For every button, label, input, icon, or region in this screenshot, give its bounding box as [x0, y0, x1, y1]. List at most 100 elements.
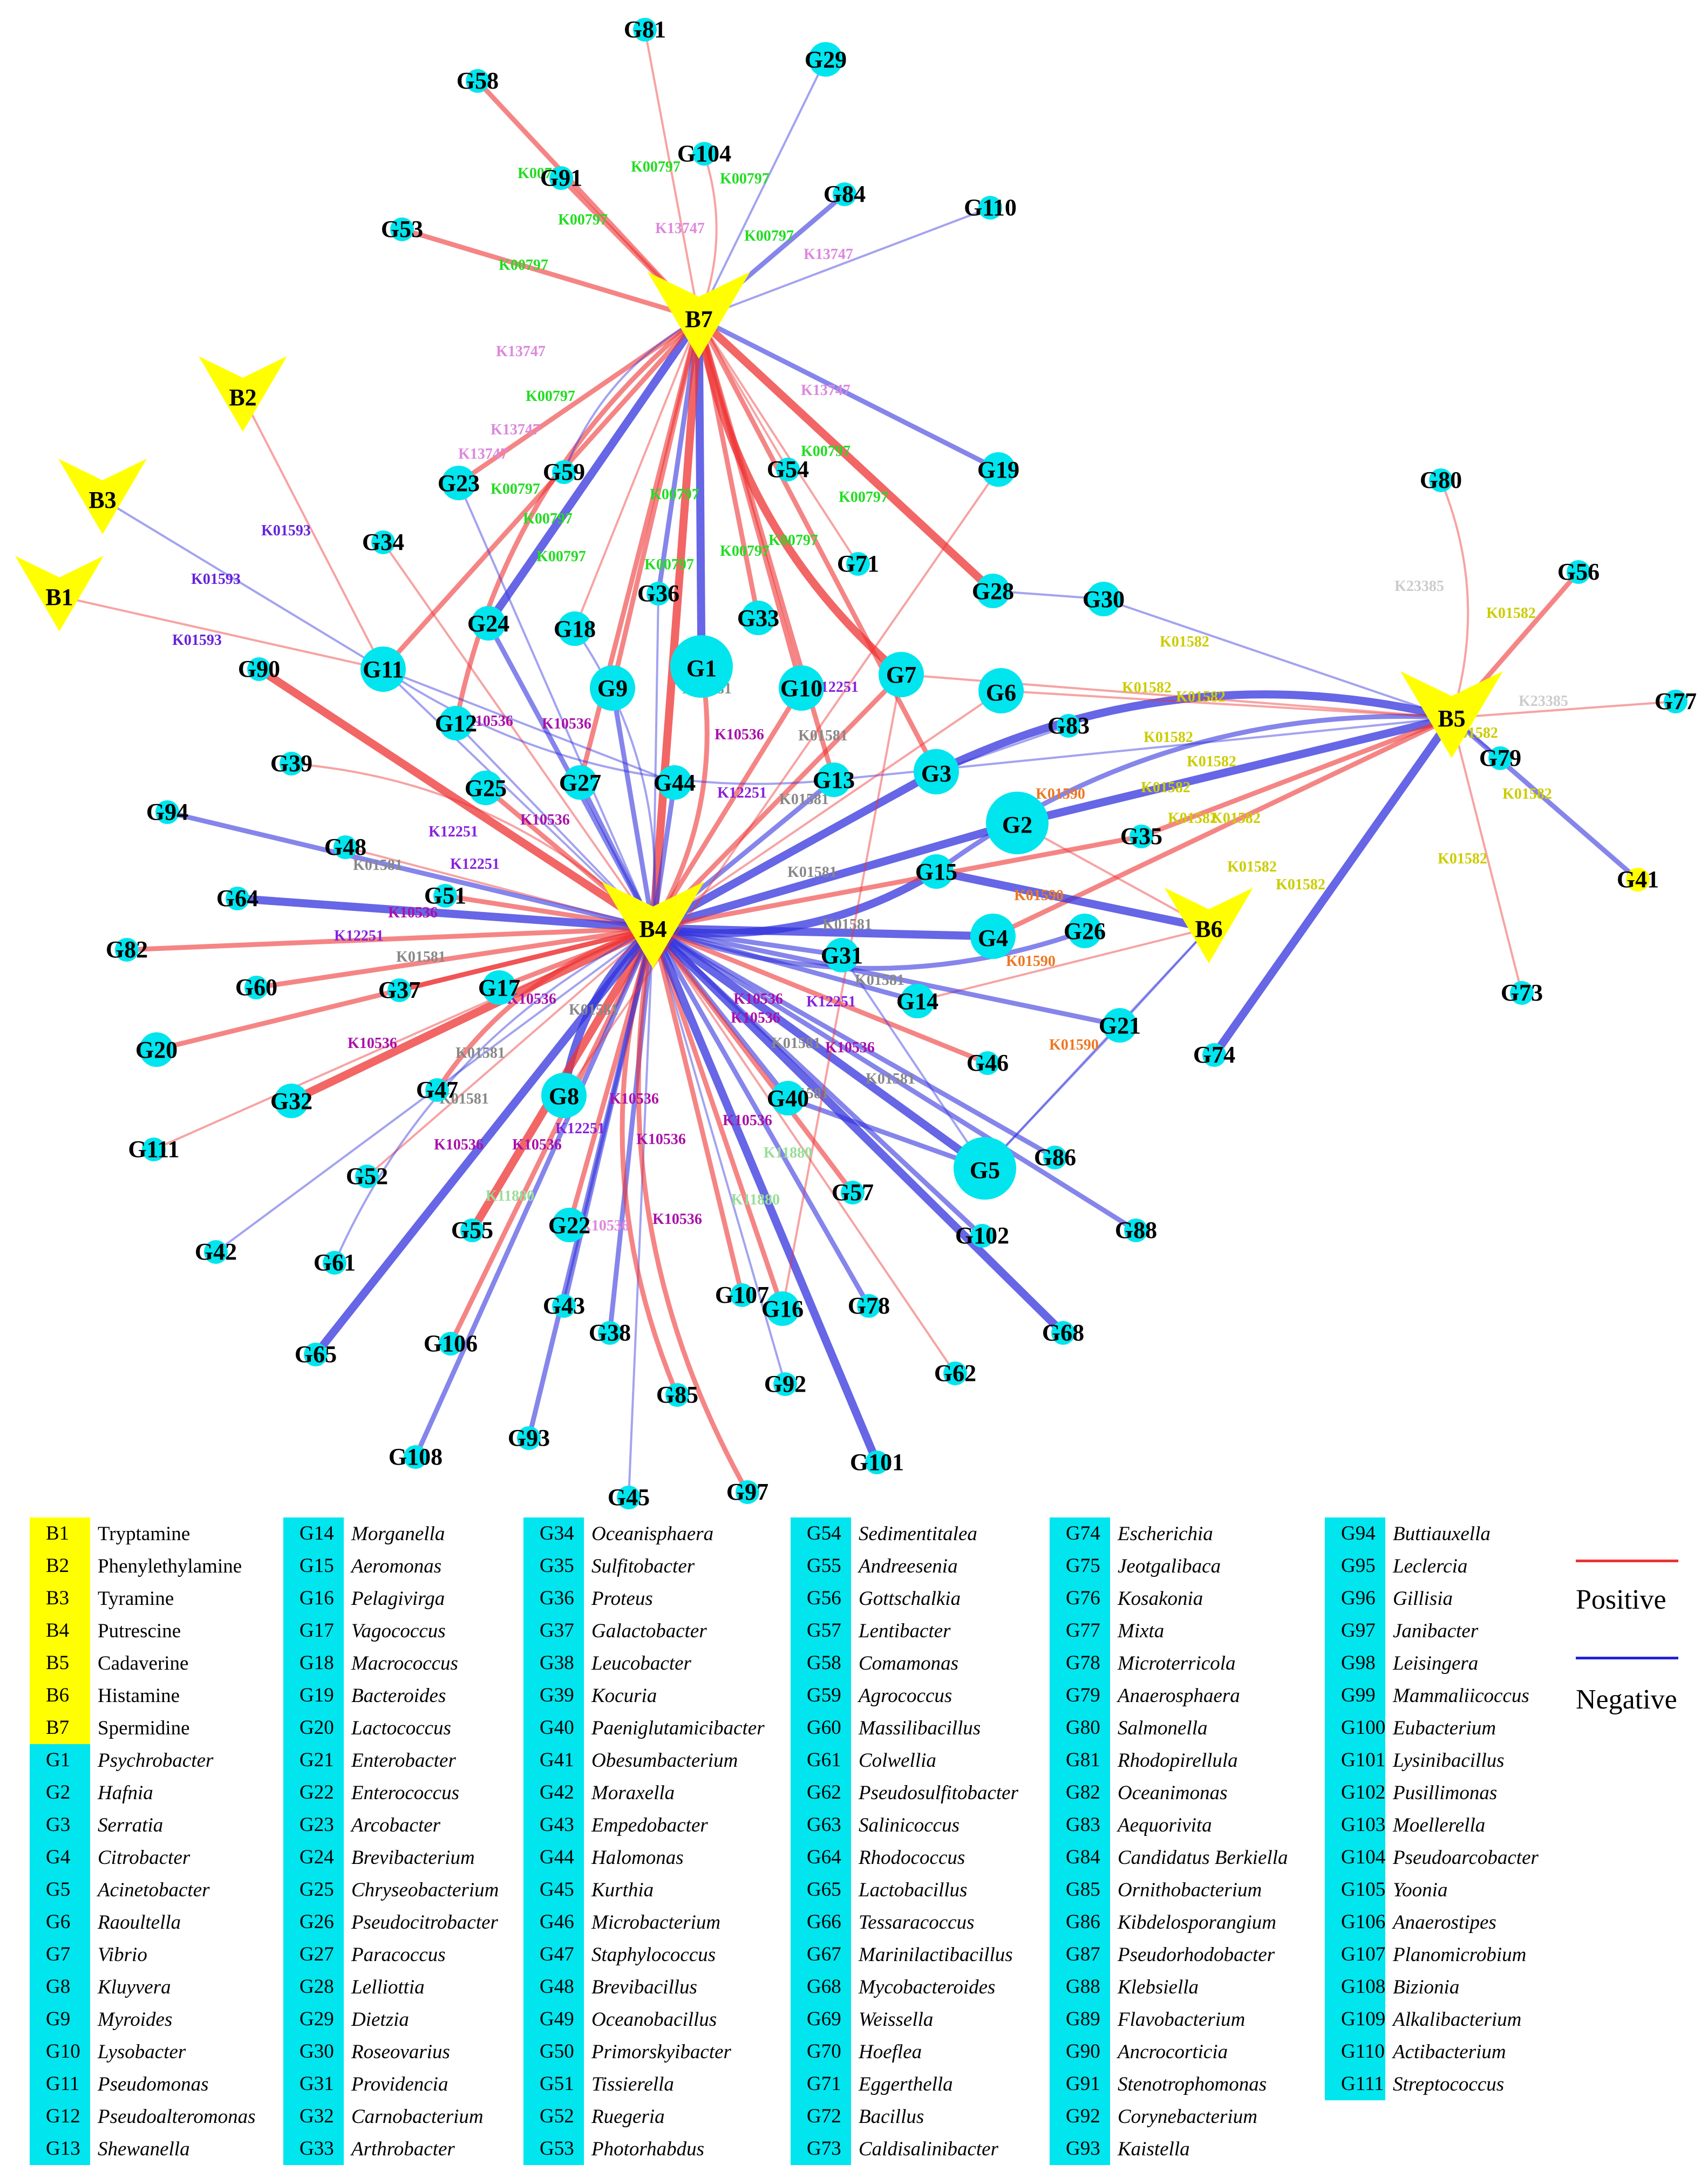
legend-name: Kluyvera: [98, 1976, 171, 1998]
legend-name: Lysobacter: [98, 2040, 186, 2063]
edge-label: K01581: [353, 857, 403, 874]
legend-name: Salmonella: [1118, 1717, 1208, 1739]
edge-label: K01582: [1438, 850, 1487, 867]
node-label-g13: G13: [813, 767, 855, 793]
legend-code: G11: [30, 2068, 90, 2100]
genus-node-g27: [563, 765, 597, 800]
edge-B4-G36: [652, 593, 659, 929]
legend-code: G25: [283, 1874, 344, 1906]
genus-node-g3: [914, 749, 959, 794]
legend-name: Paracoccus: [351, 1943, 446, 1966]
edge-G21-G5: [984, 1024, 1121, 1169]
genus-node-g4: [970, 914, 1016, 959]
legend-code: G4: [30, 1841, 90, 1874]
edge-B4-G82: [124, 925, 656, 952]
genus-node-g38: [598, 1321, 622, 1345]
legend-name: Arcobacter: [351, 1814, 441, 1836]
edge-label: K12251: [717, 785, 767, 801]
legend-code: G17: [283, 1615, 344, 1647]
node-label-g21: G21: [1099, 1012, 1141, 1039]
edge-B4-G101: [649, 924, 881, 1467]
edge-B4-G60: [254, 925, 656, 990]
genus-node-g29: [808, 42, 843, 77]
node-label-g108: G108: [389, 1444, 443, 1470]
legend-code: G111: [1325, 2068, 1385, 2100]
legend-name: Corynebacterium: [1118, 2105, 1257, 2128]
edge-B4-G68: [649, 924, 1067, 1337]
legend-code: G98: [1325, 1647, 1385, 1679]
node-label-g82: G82: [106, 936, 148, 963]
genus-node-g20: [139, 1032, 174, 1067]
genus-node-g91: [549, 166, 573, 190]
legend-code: B6: [30, 1679, 90, 1712]
legend-name: Candidatus Berkiella: [1118, 1846, 1288, 1869]
edge-B6-G14: [916, 927, 1210, 1002]
genus-node-g11: [360, 646, 406, 692]
legend-name: Leisingera: [1393, 1652, 1479, 1675]
legend-code: G47: [523, 1938, 584, 1971]
legend-name: Raoultella: [98, 1911, 181, 1934]
node-label-g93: G93: [508, 1425, 550, 1451]
legend-name: Klebsiella: [1118, 1976, 1199, 1998]
edge-B4-G64: [233, 894, 657, 933]
legend-code: G61: [791, 1744, 851, 1777]
legend-code: G8: [30, 1971, 90, 2003]
legend-name: Paeniglutamicibacter: [591, 1717, 765, 1739]
edge-B4-G18: [574, 628, 656, 929]
edge-label: K10536: [733, 991, 783, 1008]
node-label-g51: G51: [424, 882, 466, 909]
legend-name: Psychrobacter: [98, 1749, 214, 1772]
legend-code: G2: [30, 1777, 90, 1809]
legend-code: G84: [1050, 1841, 1110, 1874]
edge-label: K10536: [609, 1091, 659, 1107]
edge-B6-G5: [984, 927, 1210, 1169]
legend-code: G56: [791, 1582, 851, 1615]
node-label-g110: G110: [964, 194, 1017, 221]
edge-label: K00797: [536, 548, 586, 565]
edge-B4-G44: [650, 780, 677, 931]
edge-label: K10536: [580, 1217, 629, 1234]
legend-name: Marinilactibacillus: [859, 1943, 1013, 1966]
node-label-g10: G10: [780, 675, 822, 702]
positive-key-label: Positive: [1576, 1584, 1666, 1615]
node-label-g61: G61: [314, 1249, 356, 1276]
legend-name: Ornithobacterium: [1118, 1878, 1262, 1901]
genus-node-g10: [779, 665, 824, 711]
legend-code: G77: [1050, 1615, 1110, 1647]
legend-code: G83: [1050, 1809, 1110, 1841]
edge-label: K10536: [348, 1035, 397, 1052]
legend-name: Streptococcus: [1393, 2073, 1505, 2095]
legend-code: B7: [30, 1712, 90, 1744]
node-label-g94: G94: [146, 799, 188, 825]
node-label-b1: B1: [45, 584, 73, 610]
legend-code: G13: [30, 2133, 90, 2165]
edge-B7-G33: [696, 316, 761, 621]
node-label-g52: G52: [346, 1163, 388, 1189]
legend-name: Andreesenia: [859, 1555, 958, 1577]
edge-B4-G37: [397, 925, 656, 993]
edge-B4-G108: [413, 925, 656, 1460]
edge-label: K01582: [1176, 689, 1226, 705]
node-label-g32: G32: [270, 1088, 312, 1114]
genus-node-g90: [247, 657, 271, 681]
genus-node-g26: [1067, 914, 1102, 948]
legend-name: Stenotrophomonas: [1118, 2073, 1267, 2095]
legend-code: G72: [791, 2100, 851, 2133]
legend-code: G9: [30, 2003, 90, 2036]
node-label-g39: G39: [270, 750, 312, 777]
edge-label: K00797: [768, 532, 818, 549]
